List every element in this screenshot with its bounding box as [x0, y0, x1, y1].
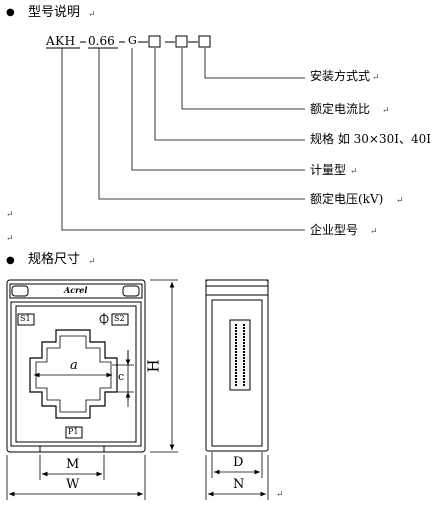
terminal-s1: S1: [20, 314, 31, 323]
dim-a-label: a: [70, 358, 78, 373]
dim-d-label: D: [233, 455, 244, 470]
terminal-s2: S2: [114, 314, 125, 323]
label-enterprise-model: 企业型号: [310, 223, 359, 237]
label-install-method: 安装方式式: [310, 69, 371, 83]
dim-c-label: c: [118, 370, 125, 383]
label-rated-voltage: 额定电压(kV): [310, 192, 384, 206]
front-view: [6, 279, 146, 453]
return-mark: ↵: [6, 210, 14, 220]
side-dimensions: [205, 452, 269, 500]
side-view: [205, 279, 269, 452]
model-voltage: 0.66: [88, 34, 115, 48]
dim-w-label: W: [66, 477, 80, 492]
model-code-graphic: [46, 35, 211, 49]
leader-lines: [61, 48, 305, 231]
return-mark: ↵: [350, 167, 358, 177]
brand-label: Acrel: [64, 285, 88, 295]
section2-title: 规格尺寸: [28, 252, 81, 267]
label-rated-current-ratio: 额定电流比: [310, 102, 371, 116]
dim-m-label: M: [66, 457, 80, 472]
return-mark: ↵: [382, 106, 390, 116]
return-mark: ↵: [396, 196, 404, 206]
return-mark: ↵: [88, 257, 96, 267]
return-mark: ↵: [6, 234, 14, 244]
return-mark: ↵: [276, 490, 284, 500]
return-mark: ↵: [372, 73, 380, 83]
terminal-p1: P1: [68, 427, 79, 436]
dim-h-label: H: [144, 359, 163, 373]
section2-bullet: ●: [6, 255, 15, 266]
return-mark: ↵: [88, 10, 96, 20]
section1-bullet: ●: [6, 7, 15, 18]
section1-title: 型号说明: [28, 5, 81, 20]
model-brand: AKH: [46, 34, 76, 48]
label-metering-type: 计量型: [310, 163, 347, 177]
return-mark: ↵: [370, 227, 378, 237]
front-dimensions: [6, 279, 178, 500]
label-specification: 规格 如 30×30I、40I: [310, 132, 431, 146]
model-meter: G: [128, 34, 137, 47]
dim-n-label: N: [233, 477, 245, 492]
